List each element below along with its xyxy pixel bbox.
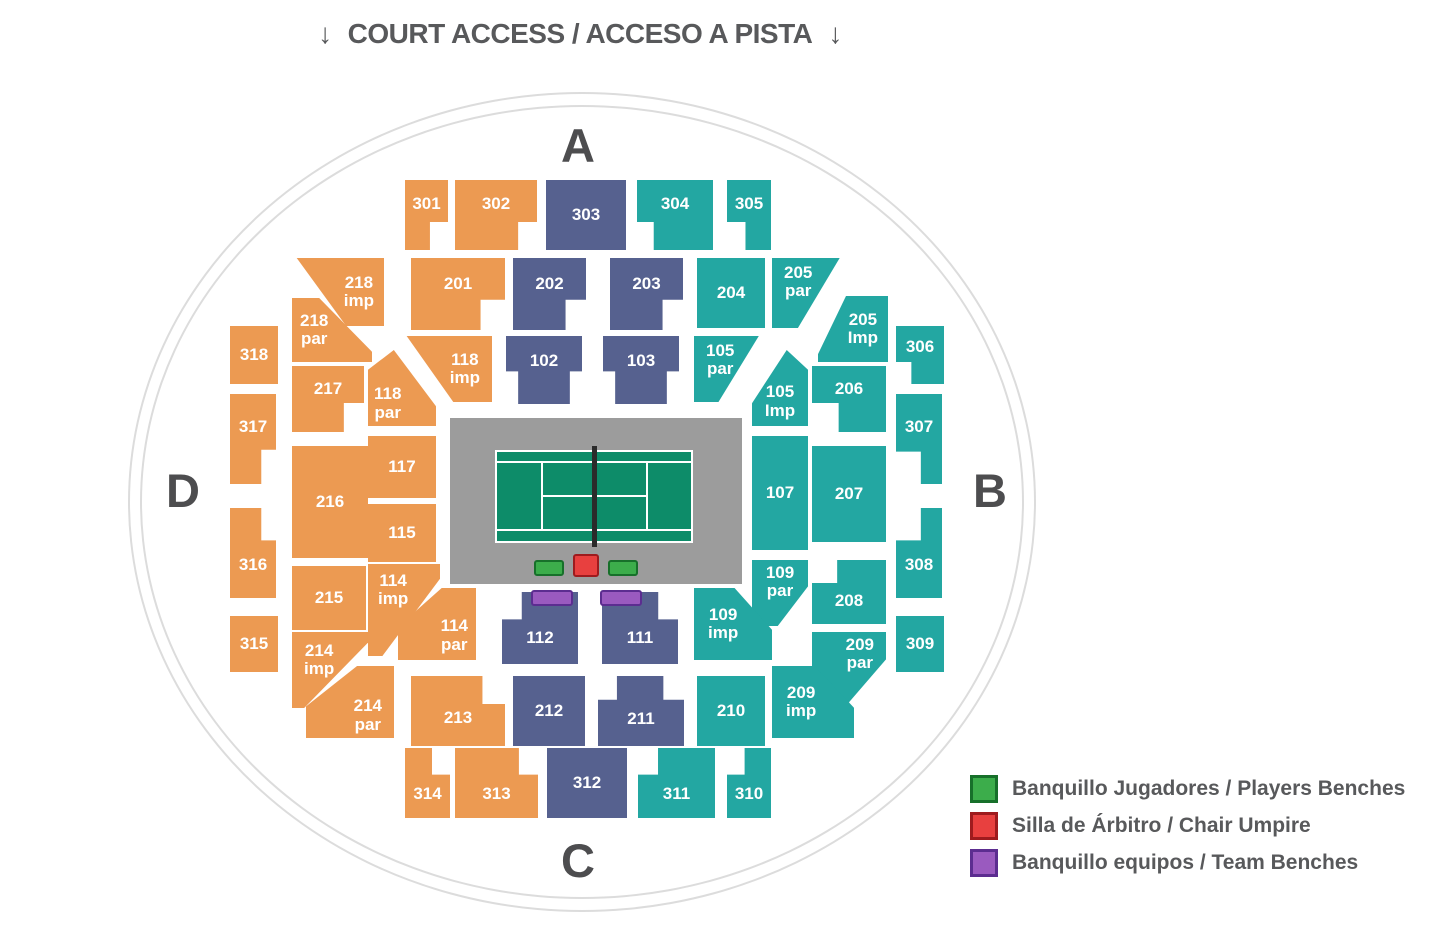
team-bench-right xyxy=(600,590,642,606)
section-216[interactable]: 216 xyxy=(292,446,368,558)
down-arrow-icon: ↓ xyxy=(318,18,332,49)
players-bench-swatch-icon xyxy=(970,775,998,803)
players-bench-left xyxy=(534,560,564,576)
section-309[interactable]: 309 xyxy=(896,616,944,672)
legend-row-team-benches: Banquillo equipos / Team Benches xyxy=(970,849,1405,877)
section-312[interactable]: 312 xyxy=(547,748,627,818)
net-line xyxy=(592,446,597,547)
down-arrow-icon: ↓ xyxy=(828,18,842,49)
section-107[interactable]: 107 xyxy=(752,436,808,550)
section-109-par[interactable]: 109 par xyxy=(752,560,808,626)
court-access-text: COURT ACCESS / ACCESO A PISTA xyxy=(347,18,813,49)
section-215[interactable]: 215 xyxy=(292,566,366,630)
section-315[interactable]: 315 xyxy=(230,616,278,672)
legend: Banquillo Jugadores / Players Benches Si… xyxy=(970,775,1405,877)
stand-c-label: C xyxy=(561,834,595,887)
legend-row-players-benches: Banquillo Jugadores / Players Benches xyxy=(970,775,1405,803)
section-115[interactable]: 115 xyxy=(368,504,436,562)
team-bench-swatch-icon xyxy=(970,849,998,877)
section-210[interactable]: 210 xyxy=(697,676,765,746)
section-117[interactable]: 117 xyxy=(368,436,436,498)
section-102[interactable]: 102 xyxy=(506,336,582,404)
team-bench-left xyxy=(531,590,573,606)
legend-row-chair-umpire: Silla de Árbitro / Chair Umpire xyxy=(970,812,1405,840)
section-212[interactable]: 212 xyxy=(513,676,585,746)
umpire-chair xyxy=(573,554,599,577)
inner-ring xyxy=(140,105,1024,899)
stand-d-label: D xyxy=(166,464,200,517)
section-204[interactable]: 204 xyxy=(697,258,765,328)
umpire-chair-swatch-icon xyxy=(970,812,998,840)
stand-a-label: A xyxy=(561,119,595,172)
section-207[interactable]: 207 xyxy=(812,446,886,542)
stand-b-label: B xyxy=(973,464,1007,517)
section-303[interactable]: 303 xyxy=(546,180,626,250)
section-318[interactable]: 318 xyxy=(230,326,278,384)
section-103[interactable]: 103 xyxy=(603,336,679,404)
court-access-banner: ↓ COURT ACCESS / ACCESO A PISTA ↓ xyxy=(0,18,1160,50)
outer-ring xyxy=(128,92,1036,912)
legend-label-chair-umpire: Silla de Árbitro / Chair Umpire xyxy=(1012,814,1311,837)
players-bench-right xyxy=(608,560,638,576)
legend-label-team-benches: Banquillo equipos / Team Benches xyxy=(1012,851,1359,874)
section-114-par[interactable]: 114 par xyxy=(398,588,476,660)
legend-label-players-benches: Banquillo Jugadores / Players Benches xyxy=(1012,777,1406,800)
